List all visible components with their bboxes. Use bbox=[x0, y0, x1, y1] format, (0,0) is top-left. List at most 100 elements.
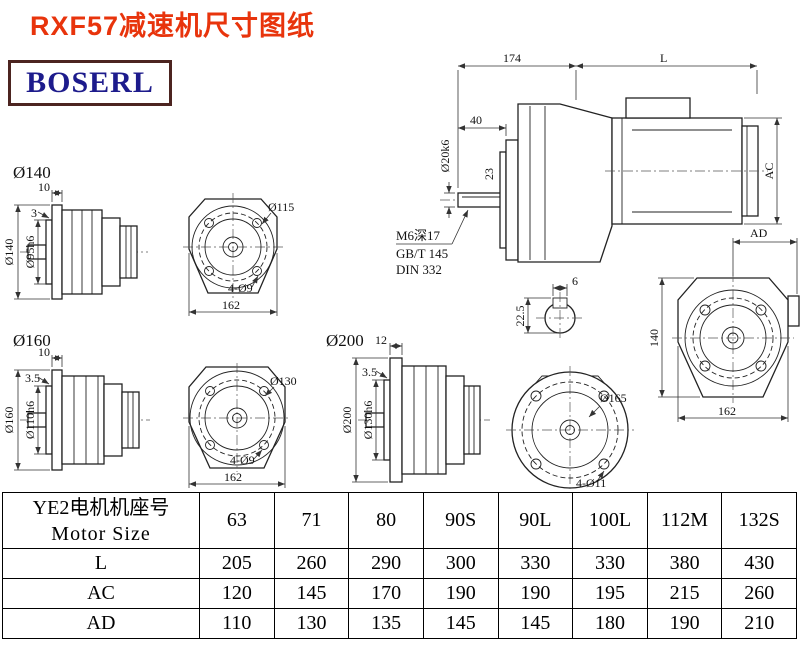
dim-flange200-spigot: Ø130h6 bbox=[361, 401, 375, 440]
value-cell: 120 bbox=[199, 578, 275, 609]
brand-logo-text: BOSERL bbox=[26, 66, 154, 99]
technical-drawings: Ø140 10 3 Ø140 bbox=[2, 51, 800, 490]
dim-main-174: 174 bbox=[503, 51, 521, 65]
dim-flange140-holes: 4-Ø9 bbox=[228, 281, 253, 295]
dim-main-tap: M6深17 bbox=[396, 228, 441, 243]
value-cell: 290 bbox=[348, 548, 424, 579]
table-row-AD: AD 110 130 135 145 145 180 190 210 bbox=[2, 608, 797, 639]
value-cell: 215 bbox=[646, 578, 723, 609]
dim-main-L: L bbox=[660, 51, 667, 65]
dim-key-height: 22.5 bbox=[513, 306, 527, 327]
dim-flange160-spigot-depth: 3.5 bbox=[25, 371, 40, 385]
flange160-view: Ø160 10 3.5 Ø160 bbox=[2, 331, 297, 488]
flange160-side-view bbox=[20, 369, 150, 471]
flange200-front-view: Ø165 4-Ø11 bbox=[506, 366, 634, 490]
dim-flange140-width: 162 bbox=[222, 298, 240, 312]
dim-flange160-spigot: Ø110h6 bbox=[23, 401, 37, 439]
dim-flange140-thickness: 10 bbox=[38, 180, 50, 194]
value-cell: 205 bbox=[199, 548, 275, 579]
dim-flange200-outer: Ø200 bbox=[340, 407, 354, 434]
size-header-cell: 112M bbox=[646, 492, 723, 549]
dim-flange140-bolt-circle: Ø115 bbox=[268, 200, 294, 214]
dim-main-std2: DIN 332 bbox=[396, 262, 442, 277]
dimension-table: YE2电机机座号 Motor Size 63 71 80 90S 90L 100… bbox=[2, 492, 797, 639]
dim-main-23: 23 bbox=[482, 168, 496, 180]
table-row-AC: AC 120 145 170 190 190 195 215 260 bbox=[2, 578, 797, 609]
value-cell: 135 bbox=[348, 608, 424, 639]
value-cell: 110 bbox=[199, 608, 275, 639]
dim-main-AC: AC bbox=[762, 163, 776, 180]
row-label-cell: AC bbox=[2, 578, 200, 609]
value-cell: 210 bbox=[721, 608, 797, 639]
dim-flange200-spigot-depth: 3.5 bbox=[362, 365, 377, 379]
dim-main-front-height: 140 bbox=[647, 329, 661, 347]
value-cell: 430 bbox=[721, 548, 797, 579]
flange140-dimensions: 10 3 Ø140 Ø95h6 bbox=[2, 180, 63, 300]
flange140-view: Ø140 10 3 Ø140 bbox=[2, 163, 294, 316]
size-header-cell: 100L bbox=[572, 492, 648, 549]
value-cell: 195 bbox=[572, 578, 648, 609]
table-row-L: L 205 260 290 300 330 330 380 430 bbox=[2, 548, 797, 579]
value-cell: 190 bbox=[646, 608, 723, 639]
flange200-label: Ø200 bbox=[326, 331, 364, 350]
flange140-front-view: Ø115 4-Ø9 162 bbox=[183, 193, 294, 316]
brand-logo: BOSERL bbox=[8, 60, 172, 106]
main-dimensions: 174 L 40 Ø20k6 23 M6深17 GB/T 145 DIN 332… bbox=[396, 51, 798, 294]
flange200-side-view bbox=[358, 357, 490, 483]
page-title: RXF57减速机尺寸图纸 bbox=[30, 11, 316, 41]
value-cell: 130 bbox=[273, 608, 350, 639]
dim-main-front-width: 162 bbox=[718, 404, 736, 418]
value-cell: 260 bbox=[721, 578, 797, 609]
motor-size-header-en: Motor Size bbox=[51, 522, 151, 545]
main-front-view: 140 162 bbox=[647, 272, 800, 422]
value-cell: 330 bbox=[497, 548, 574, 579]
flange140-label: Ø140 bbox=[13, 163, 51, 182]
dim-flange140-spigot: Ø95h6 bbox=[23, 236, 37, 269]
main-view: 174 L 40 Ø20k6 23 M6深17 GB/T 145 DIN 332… bbox=[396, 51, 800, 422]
flange160-front-view: Ø130 4-Ø9 162 bbox=[183, 363, 297, 488]
dim-flange140-outer: Ø140 bbox=[2, 239, 16, 266]
value-cell: 145 bbox=[422, 608, 499, 639]
flange160-dimensions: 10 3.5 Ø160 Ø110h6 bbox=[2, 345, 63, 471]
row-label-cell: L bbox=[2, 548, 200, 579]
value-cell: 300 bbox=[422, 548, 499, 579]
value-cell: 170 bbox=[348, 578, 424, 609]
size-header-cell: 63 bbox=[199, 492, 275, 549]
flange200-dimensions: 12 3.5 Ø200 Ø130h6 bbox=[340, 333, 403, 483]
dim-flange160-outer: Ø160 bbox=[2, 407, 16, 434]
dim-flange160-holes: 4-Ø9 bbox=[230, 453, 255, 467]
size-header-cell: 80 bbox=[348, 492, 424, 549]
dim-flange160-width: 162 bbox=[224, 470, 242, 484]
main-side-view bbox=[440, 97, 768, 263]
motor-size-header: YE2电机机座号 Motor Size bbox=[2, 492, 200, 549]
size-header-cell: 90S bbox=[422, 492, 499, 549]
dim-main-shaft: Ø20k6 bbox=[438, 140, 452, 173]
size-header-cell: 90L bbox=[497, 492, 574, 549]
size-header-cell: 132S bbox=[721, 492, 797, 549]
dim-main-std1: GB/T 145 bbox=[396, 246, 448, 261]
key-section-view: 6 22.5 bbox=[513, 274, 584, 340]
flange160-label: Ø160 bbox=[13, 331, 51, 350]
value-cell: 260 bbox=[273, 548, 350, 579]
value-cell: 180 bbox=[572, 608, 648, 639]
dim-key-width: 6 bbox=[572, 274, 578, 288]
dim-flange200-bolt-circle: Ø165 bbox=[600, 391, 627, 405]
value-cell: 145 bbox=[497, 608, 574, 639]
value-cell: 190 bbox=[497, 578, 574, 609]
dim-flange160-thickness: 10 bbox=[38, 345, 50, 359]
value-cell: 190 bbox=[422, 578, 499, 609]
value-cell: 330 bbox=[572, 548, 648, 579]
dim-flange200-thickness: 12 bbox=[375, 333, 387, 347]
dim-flange140-spigot-depth: 3 bbox=[31, 206, 37, 220]
value-cell: 145 bbox=[273, 578, 350, 609]
dim-main-AD: AD bbox=[750, 226, 768, 240]
dim-flange200-holes: 4-Ø11 bbox=[576, 476, 606, 490]
motor-size-header-cn: YE2电机机座号 bbox=[32, 496, 170, 519]
flange200-view: Ø200 12 3.5 Ø200 bbox=[326, 331, 634, 490]
size-header-cell: 71 bbox=[273, 492, 350, 549]
dim-flange160-bolt-circle: Ø130 bbox=[270, 374, 297, 388]
table-header-row: YE2电机机座号 Motor Size 63 71 80 90S 90L 100… bbox=[2, 492, 797, 549]
dim-main-40: 40 bbox=[470, 113, 482, 127]
value-cell: 380 bbox=[646, 548, 723, 579]
row-label-cell: AD bbox=[2, 608, 200, 639]
